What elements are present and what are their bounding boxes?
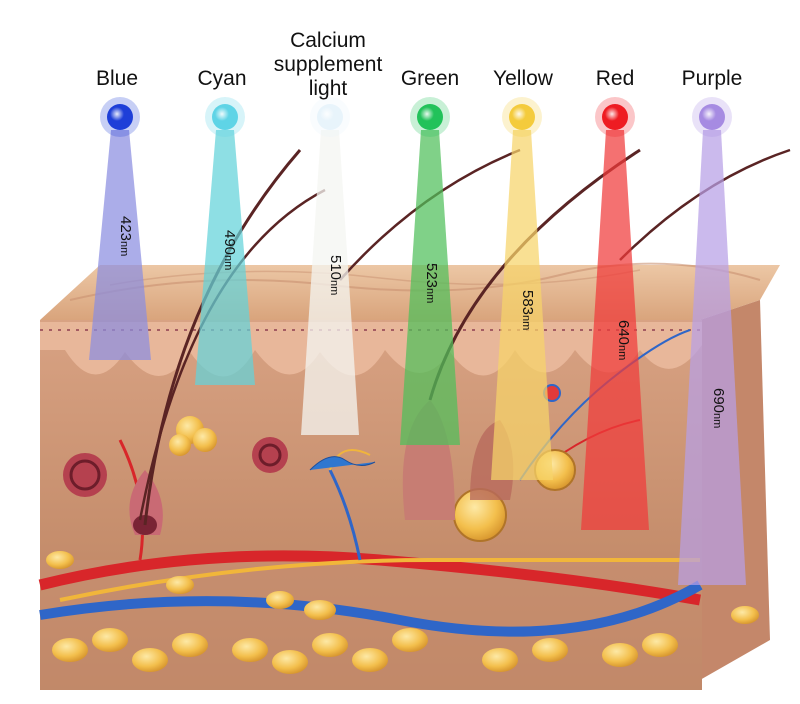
wavelength-green: 523nm <box>423 263 440 304</box>
beam-calcium-supplement-light <box>301 130 359 435</box>
light-glint-cyan <box>215 107 229 121</box>
label-calcium-supplement-light: Calcium supplement light <box>273 29 383 100</box>
blood-vessels <box>38 329 703 637</box>
beam-yellow <box>491 130 553 480</box>
label-yellow: Yellow <box>493 67 553 90</box>
beam-purple <box>678 130 746 585</box>
sweat-gland <box>63 437 288 497</box>
wavelength-yellow: 583nm <box>519 290 536 331</box>
label-red: Red <box>595 67 635 90</box>
light-glint-red <box>605 107 619 121</box>
beam-blue <box>89 130 151 360</box>
wavelength-calcium: 510nm <box>327 255 344 296</box>
label-blue: Blue <box>95 67 139 90</box>
beam-green <box>400 130 460 445</box>
beam-red <box>581 130 649 530</box>
fat-cells <box>46 551 759 674</box>
label-cyan: Cyan <box>197 67 247 90</box>
light-glint-blue <box>110 107 124 121</box>
wavelength-blue: 423nm <box>117 216 134 257</box>
label-purple: Purple <box>681 67 743 90</box>
label-green: Green <box>400 67 460 90</box>
wavelength-purple: 690nm <box>710 388 727 429</box>
light-glint-purple <box>702 107 716 121</box>
light-glint-yellow <box>512 107 526 121</box>
wavelength-cyan: 490nm <box>221 230 238 271</box>
light-glint-calcium-supplement-light <box>320 107 334 121</box>
light-beams <box>89 130 746 585</box>
sebaceous-gland <box>169 416 576 542</box>
light-glint-green <box>420 107 434 121</box>
wavelength-red: 640nm <box>615 320 632 361</box>
beam-cyan <box>195 130 255 385</box>
light-sources <box>100 97 732 137</box>
